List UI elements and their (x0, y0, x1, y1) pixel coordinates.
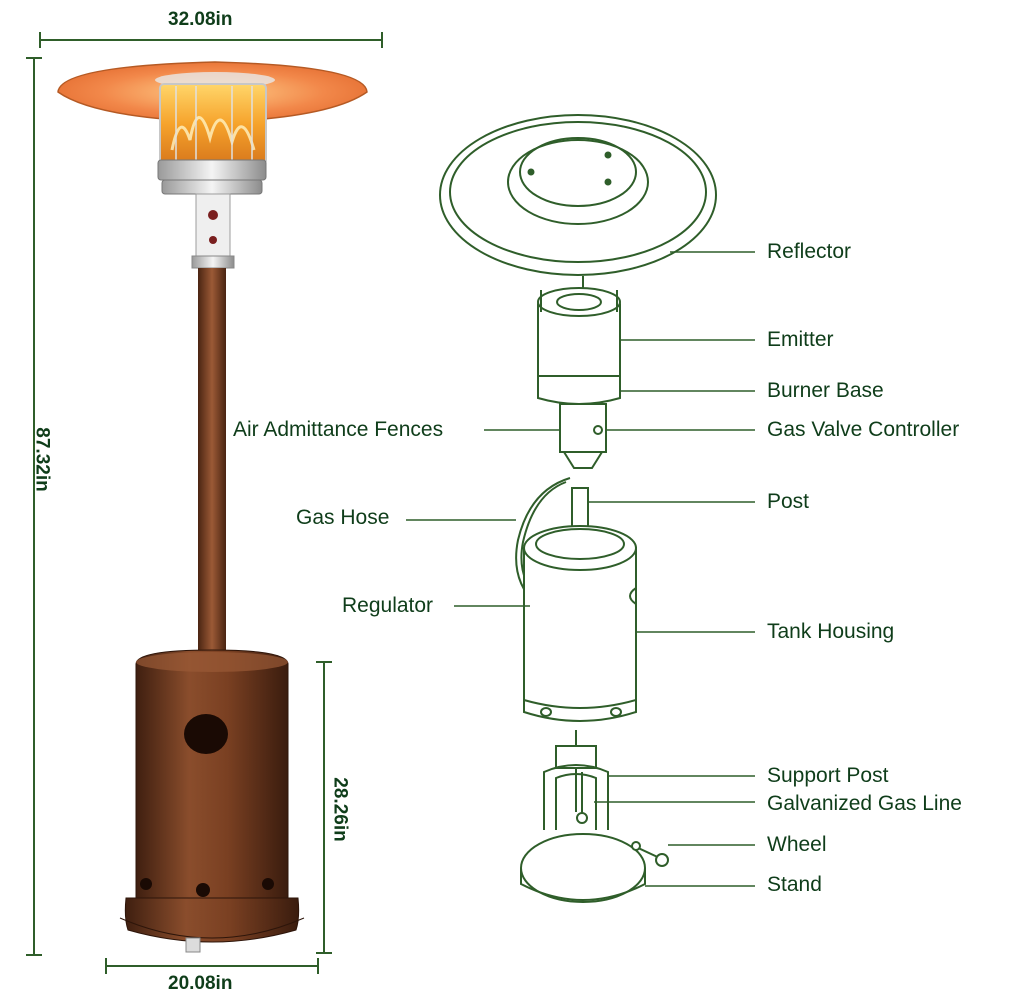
label-burner-base: Burner Base (767, 379, 884, 402)
label-tank-housing: Tank Housing (767, 620, 895, 643)
dim-top-width: 32.08in (168, 9, 233, 30)
label-post: Post (767, 490, 810, 513)
leader-lines (406, 251, 755, 887)
dim-base-height: 28.26in (329, 777, 351, 842)
label-regulator: Regulator (342, 594, 434, 617)
label-emitter: Emitter (767, 328, 834, 351)
label-air-admittance-fences: Air Admittance Fences (233, 418, 444, 441)
label-reflector: Reflector (767, 240, 852, 263)
label-galvanized-gas-line: Galvanized Gas Line (767, 792, 962, 815)
label-wheel: Wheel (767, 833, 827, 856)
label-gas-valve-controller: Gas Valve Controller (767, 418, 960, 441)
diagram-reflector (439, 114, 717, 276)
product-valve-housing (195, 193, 231, 257)
dim-height: 87.32in (31, 427, 53, 492)
label-gas-hose: Gas Hose (296, 506, 390, 529)
product-pole (198, 268, 226, 660)
dimension-lines (26, 32, 383, 974)
diagram-burner-base (537, 375, 621, 405)
label-support-post: Support Post (767, 764, 889, 787)
label-stand: Stand (767, 873, 822, 896)
diagram-tank-housing (523, 547, 637, 709)
product-tank-hole (184, 714, 228, 754)
dim-base-width: 20.08in (168, 973, 233, 994)
